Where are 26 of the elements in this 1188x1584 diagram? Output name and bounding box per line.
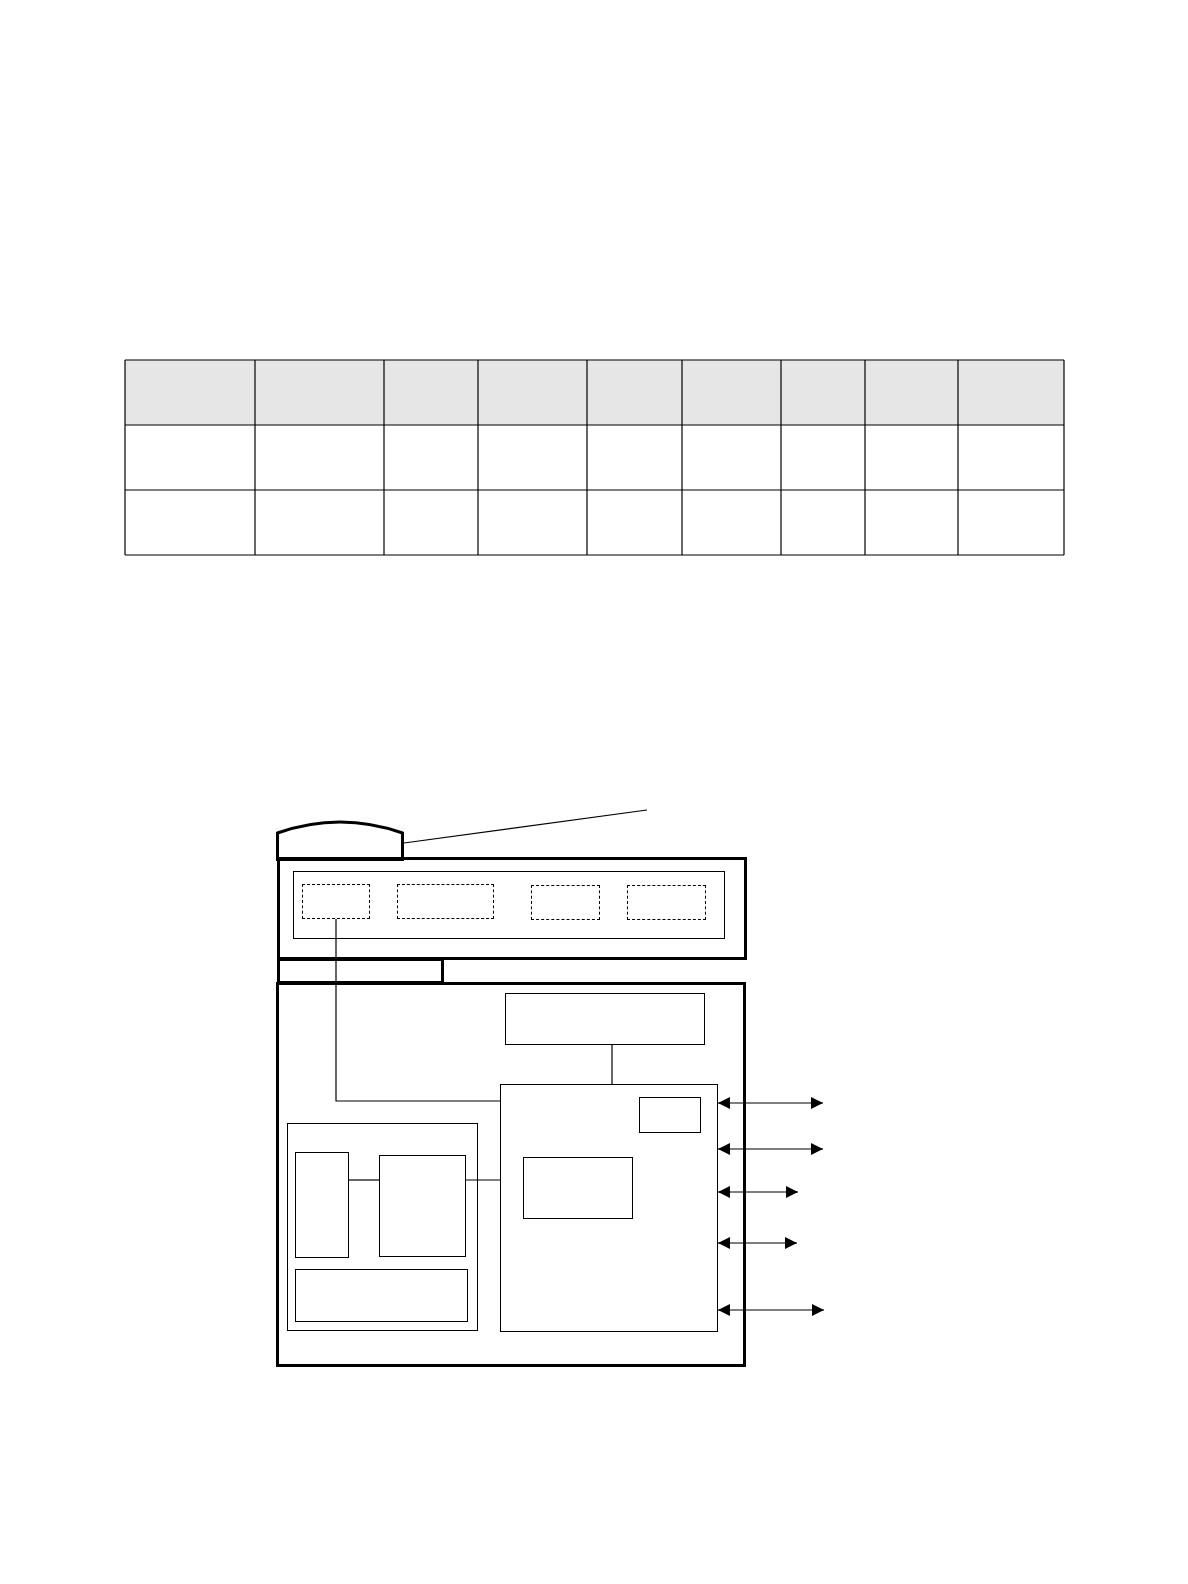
block-box <box>277 857 747 960</box>
arrow <box>717 1143 824 1155</box>
block-box <box>293 871 725 939</box>
block-box <box>500 1084 718 1332</box>
block-box <box>287 1123 478 1331</box>
arrow <box>717 1237 798 1249</box>
connector-line <box>348 1179 380 1181</box>
leader-line <box>403 809 648 844</box>
dashed-box <box>397 884 494 919</box>
lid-shape <box>276 819 404 861</box>
dashed-box <box>531 885 600 920</box>
connector-line <box>465 1179 501 1181</box>
block-box <box>379 1155 466 1257</box>
block-box <box>505 993 705 1045</box>
block-box <box>295 1269 468 1322</box>
block-box <box>276 982 746 1367</box>
block-box <box>523 1157 633 1219</box>
dashed-box <box>627 885 706 920</box>
block-box <box>639 1097 701 1133</box>
arrow <box>717 1304 825 1316</box>
connector-line <box>611 1044 613 1085</box>
arrow <box>717 1097 824 1109</box>
arrow <box>717 1186 799 1198</box>
dashed-box <box>302 884 370 919</box>
connector-line <box>335 918 501 1102</box>
block-box <box>295 1152 349 1258</box>
